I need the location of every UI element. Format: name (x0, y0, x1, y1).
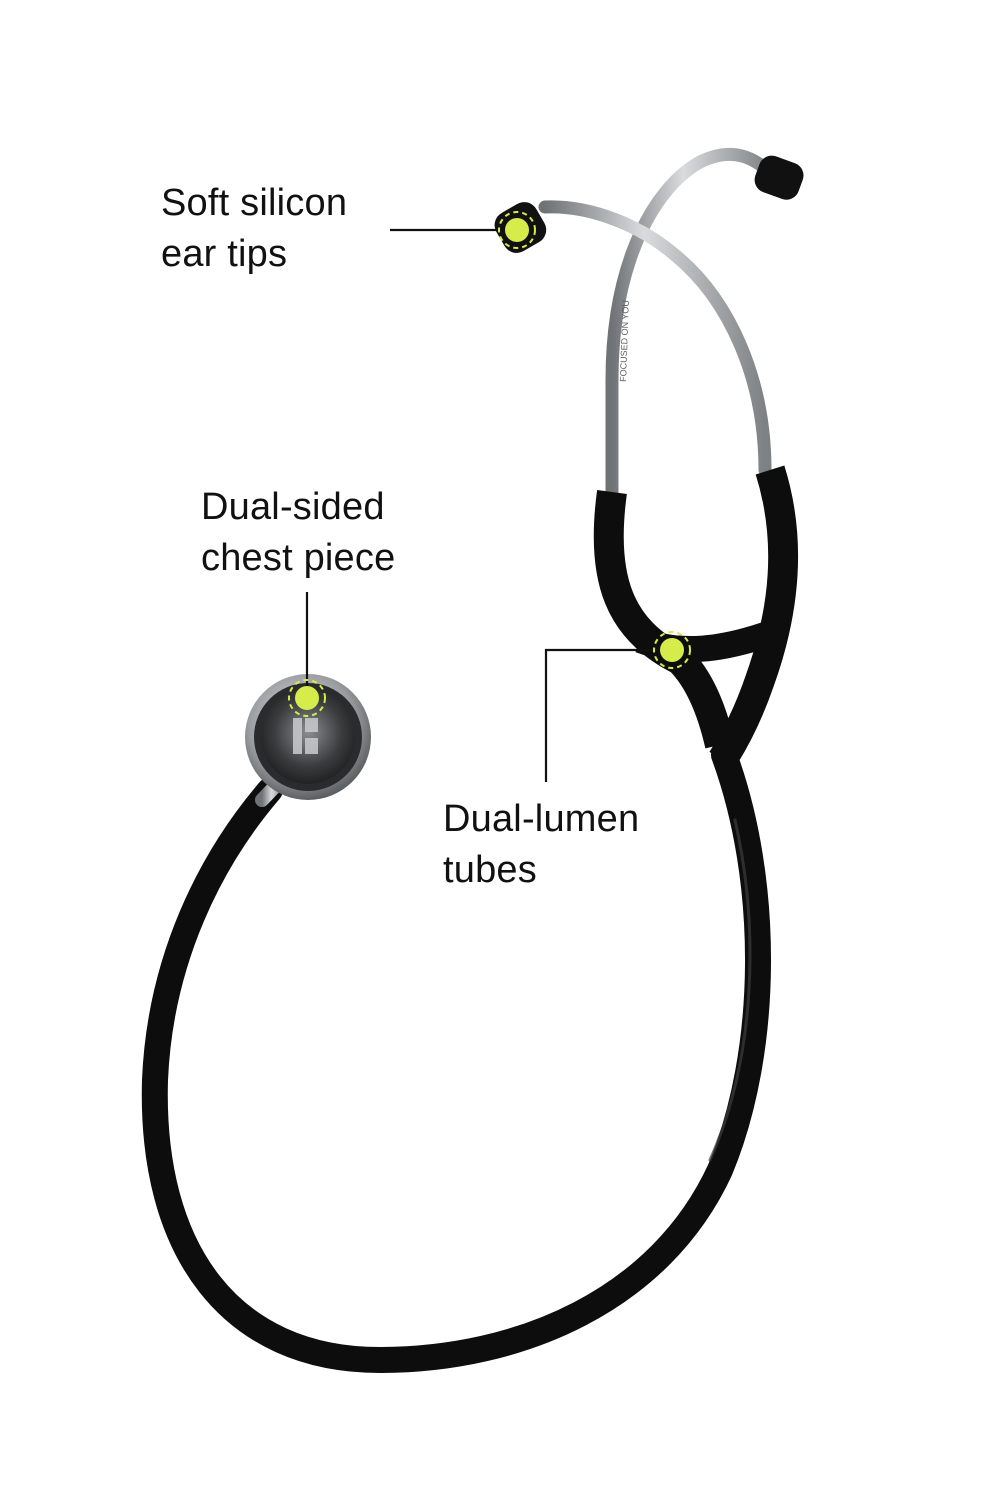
right-ear-tip (754, 155, 804, 200)
main-tube (141, 742, 771, 1374)
chest-piece-logo (293, 718, 318, 754)
tubing (141, 465, 799, 1374)
binaural-tubes: FOCUSED ON YOU (538, 147, 777, 499)
y-yoke-left (593, 489, 735, 749)
tubes-label-line2: tubes (443, 849, 537, 891)
binaural-engraving: FOCUSED ON YOU (618, 300, 631, 382)
ear-tips-callout: Soft silicon ear tips (161, 178, 347, 280)
tube-sheen (708, 818, 752, 1162)
y-yoke-right (709, 465, 799, 769)
highlight-dots (288, 211, 691, 717)
chest-piece-label-line2: chest piece (201, 537, 396, 579)
highlight-dot-icon (288, 679, 326, 717)
chest-piece-label-line1: Dual-sided (201, 486, 385, 528)
tubes-callout: Dual-lumen tubes (443, 794, 639, 896)
left-binaural (605, 147, 777, 499)
right-binaural (538, 200, 772, 477)
leader-lines (305, 228, 666, 782)
chest-piece (245, 674, 371, 800)
tube-leader (544, 648, 666, 782)
ear-tips-label-line1: Soft silicon (161, 182, 348, 224)
highlight-dot-icon (498, 211, 536, 249)
highlight-dot-icon (653, 631, 691, 669)
chest-piece-callout: Dual-sided chest piece (201, 482, 395, 584)
y-yoke-bridge (635, 622, 770, 663)
ear-tips-label-line2: ear tips (161, 233, 288, 275)
tubes-label-line1: Dual-lumen (443, 798, 640, 840)
